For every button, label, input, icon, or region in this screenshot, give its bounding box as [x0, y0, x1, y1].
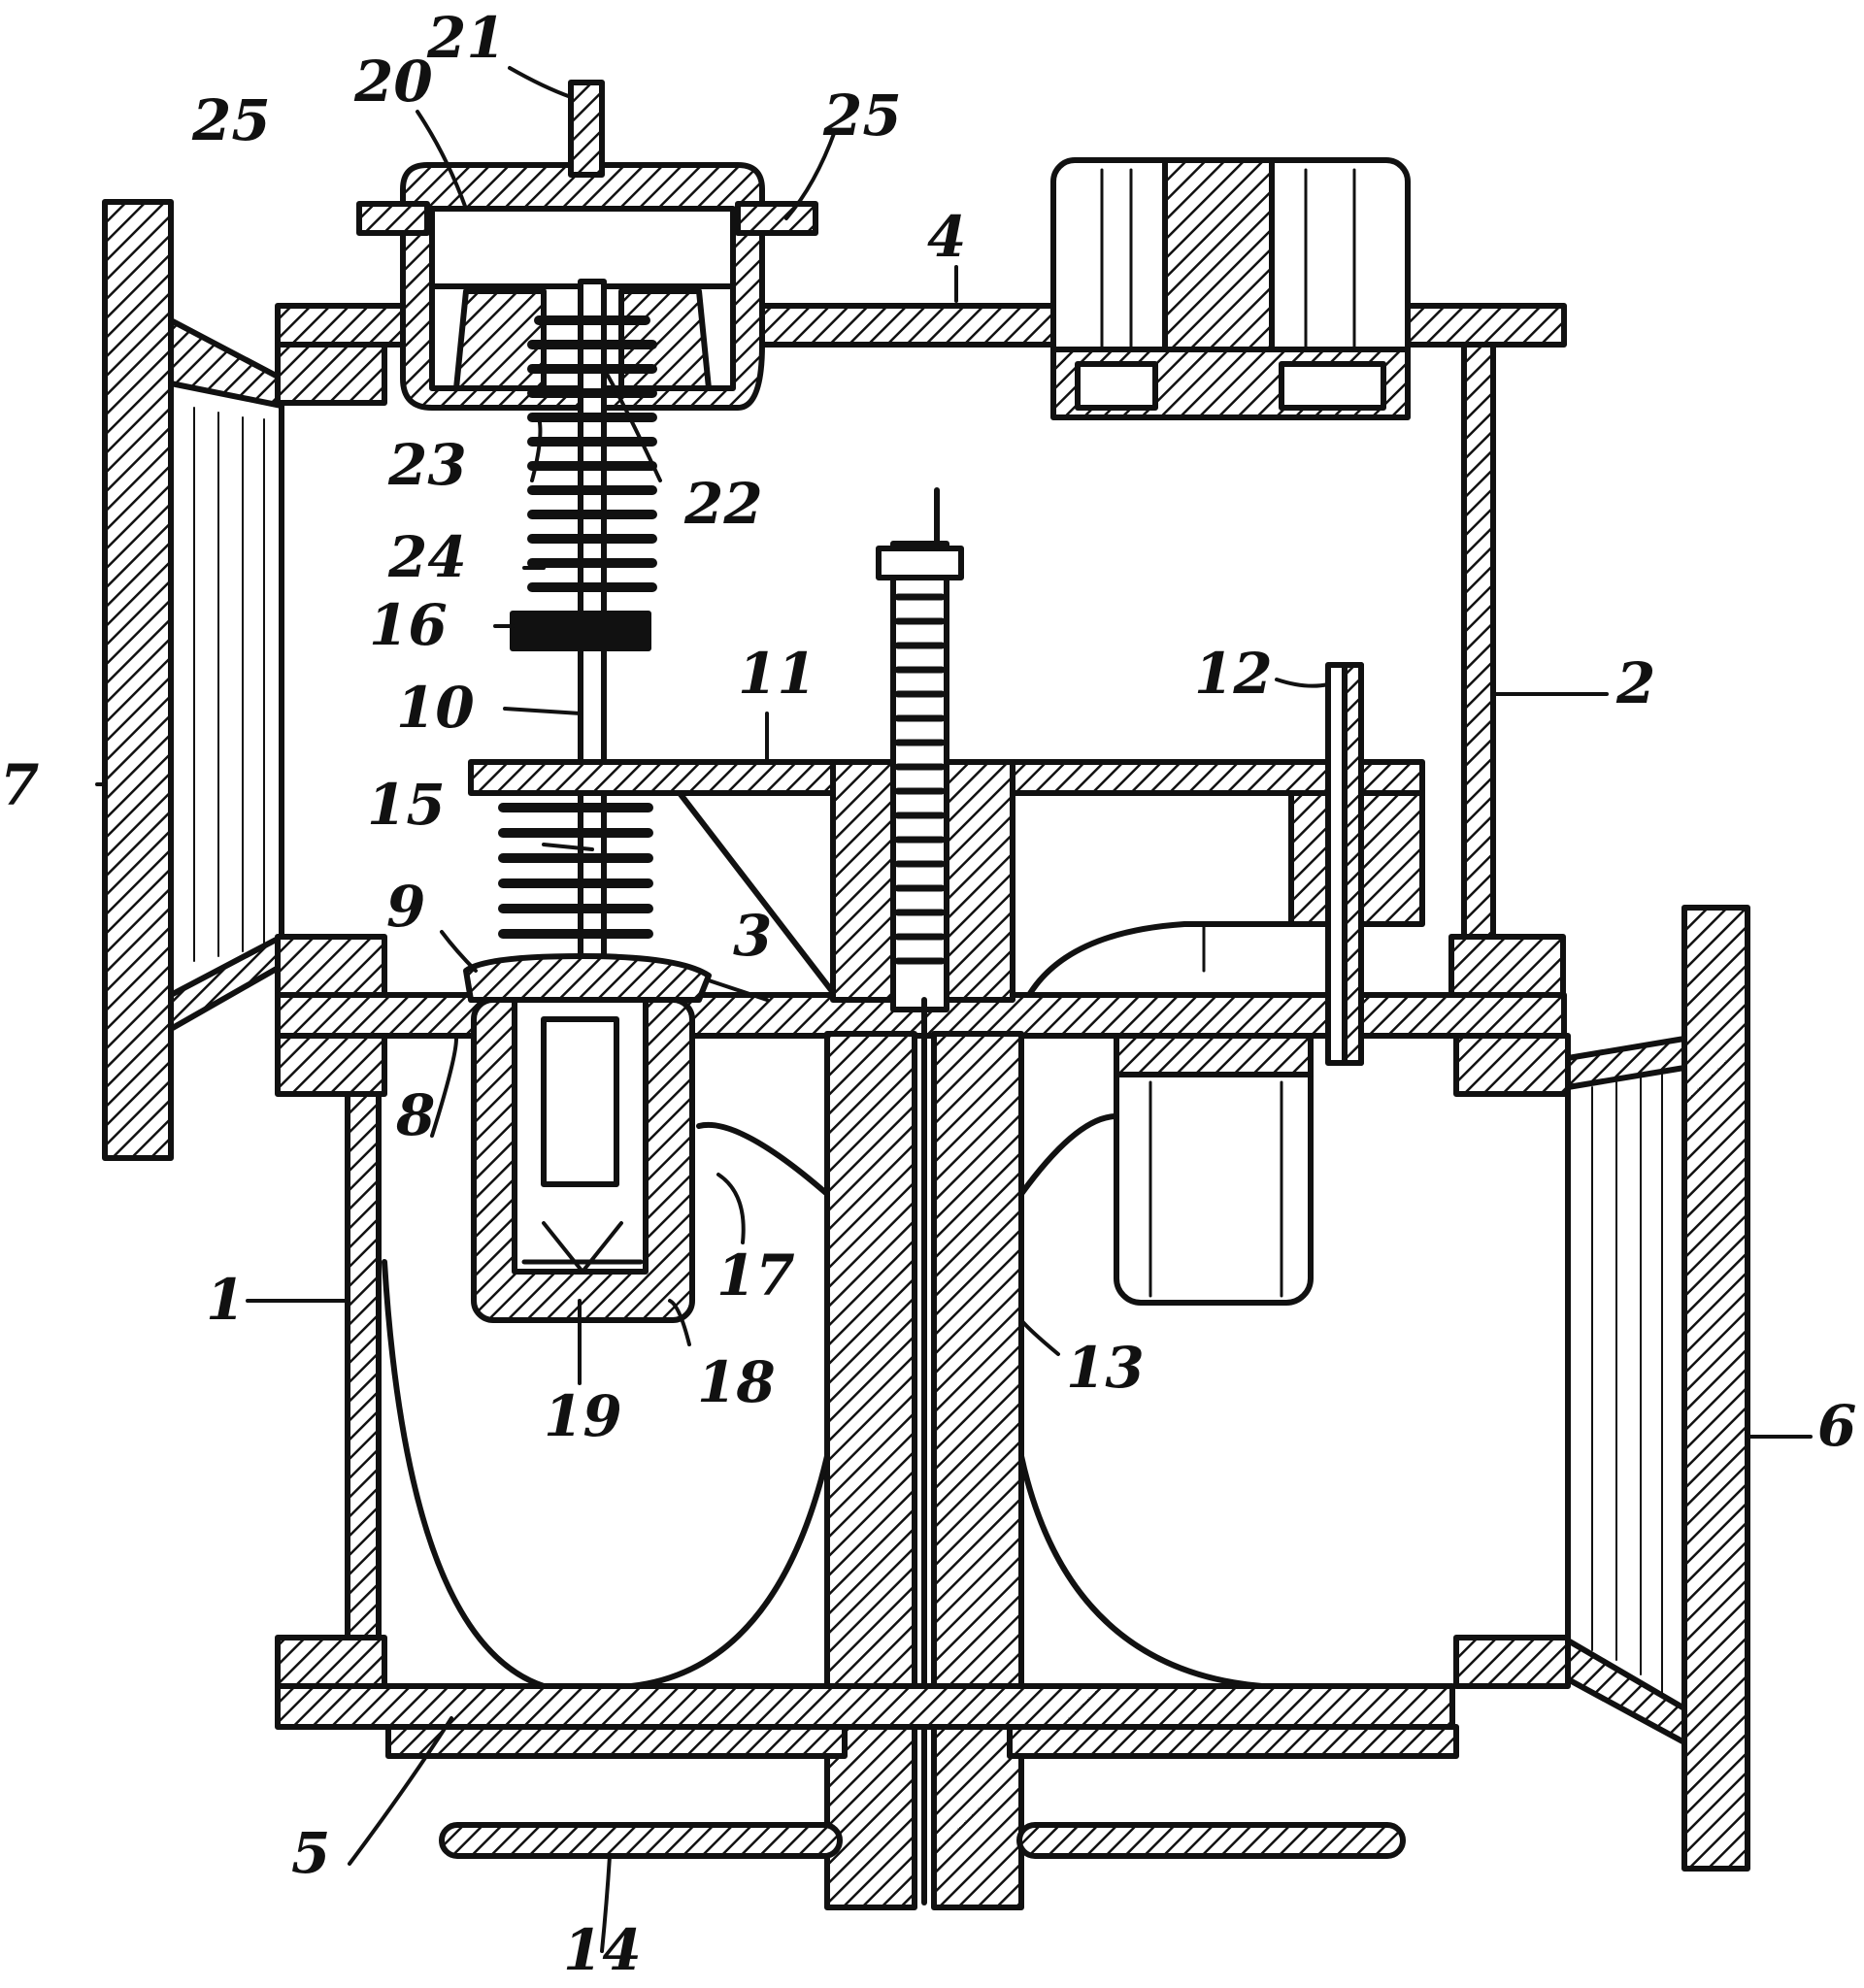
label-19: 19	[544, 1383, 622, 1449]
label-14: 14	[563, 1917, 642, 1983]
right-flange	[1565, 905, 1750, 1872]
valve-stem-assembly	[463, 279, 712, 1003]
label-10: 10	[396, 675, 475, 741]
label-8: 8	[396, 1082, 436, 1148]
label-20: 20	[354, 49, 433, 115]
rod	[1325, 662, 1364, 1066]
label-11: 11	[738, 641, 816, 707]
lower-right-cup	[1114, 1033, 1314, 1306]
label-6: 6	[1817, 1393, 1857, 1459]
label-1: 1	[206, 1267, 246, 1333]
bottom-plate	[385, 1724, 1459, 1859]
label-17: 17	[716, 1242, 795, 1309]
label-7: 7	[0, 752, 40, 818]
label-2: 2	[1616, 650, 1656, 716]
left-flange	[102, 199, 284, 1161]
label-15: 15	[367, 772, 446, 838]
valve-cage	[471, 997, 695, 1323]
label-3: 3	[733, 903, 773, 969]
label-21: 21	[427, 5, 506, 71]
label-25-left: 25	[192, 87, 271, 153]
top-plug	[1050, 157, 1411, 420]
label-4: 4	[927, 204, 967, 270]
label-22: 22	[684, 471, 763, 537]
label-12: 12	[1194, 641, 1273, 707]
label-23: 23	[388, 432, 467, 498]
label-25-right: 25	[823, 83, 902, 149]
label-18: 18	[697, 1349, 776, 1415]
label-24: 24	[388, 524, 467, 590]
label-16: 16	[369, 592, 448, 658]
label-5: 5	[291, 1820, 331, 1886]
central-shaft	[824, 487, 1024, 1910]
leader-lines	[95, 66, 1813, 1953]
lower-chamber	[275, 1033, 1571, 1730]
label-9: 9	[386, 874, 426, 940]
label-13: 13	[1066, 1335, 1145, 1401]
